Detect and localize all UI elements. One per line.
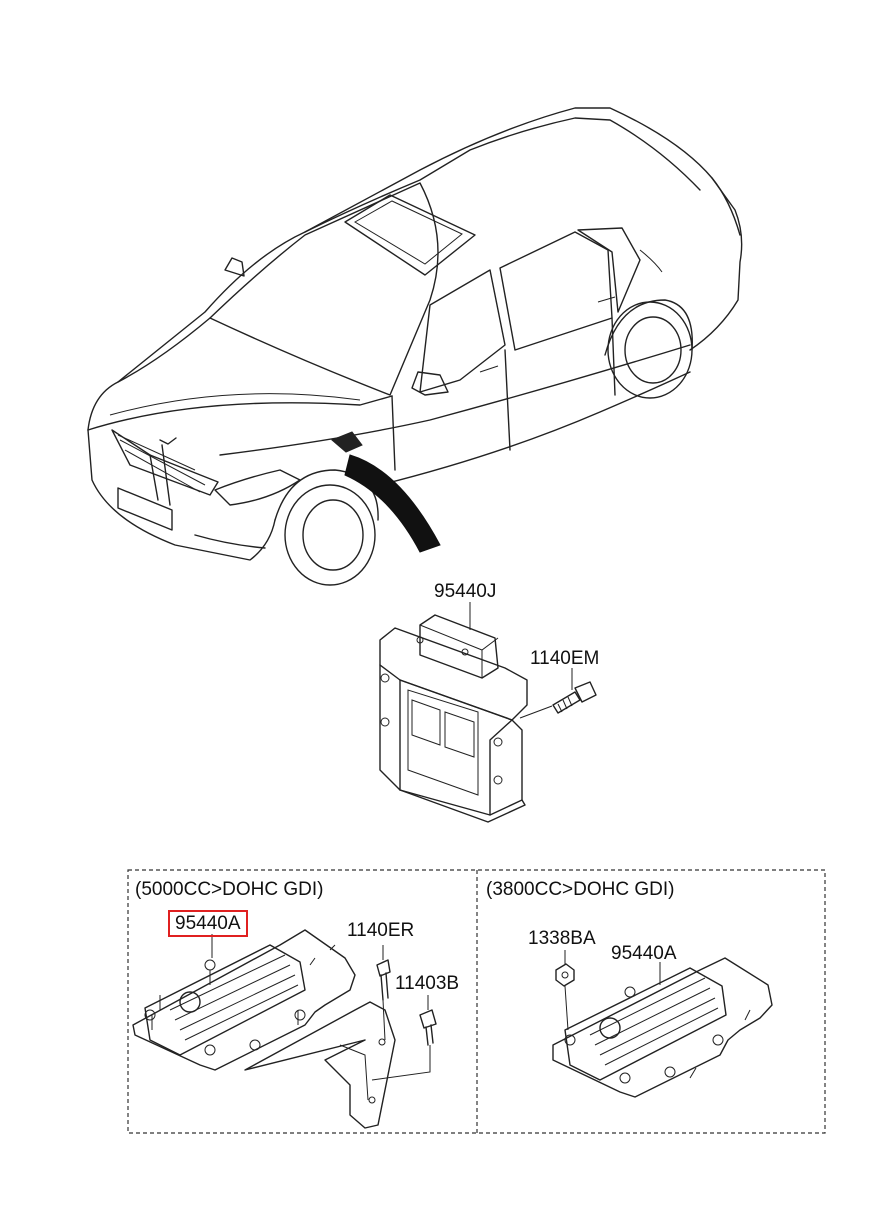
bolt-icon — [552, 681, 597, 714]
callout-1140ER: 1140ER — [347, 920, 415, 941]
callout-1140EM: 1140EM — [530, 648, 600, 669]
bolt-icon — [371, 1009, 437, 1081]
location-arrow-icon — [344, 454, 441, 553]
ecu-module-icon — [552, 957, 773, 1098]
callout-11403B: 11403B — [395, 973, 460, 994]
callout-1338BA: 1338BA — [528, 928, 596, 949]
bracket-icon — [244, 1001, 396, 1129]
callout-95440A-highlighted[interactable]: 95440A — [168, 910, 248, 937]
nut-icon — [555, 963, 575, 987]
callout-95440A: 95440A — [611, 943, 677, 964]
callout-95440J: 95440J — [434, 581, 497, 602]
detail-left-title: (5000CC>DOHC GDI) — [135, 879, 324, 900]
car-illustration — [87, 107, 743, 586]
bolt-icon — [376, 959, 391, 1041]
ecu-module-icon — [379, 614, 528, 823]
ecu-module-icon — [132, 929, 356, 1071]
detail-right-title: (3800CC>DOHC GDI) — [486, 879, 675, 900]
